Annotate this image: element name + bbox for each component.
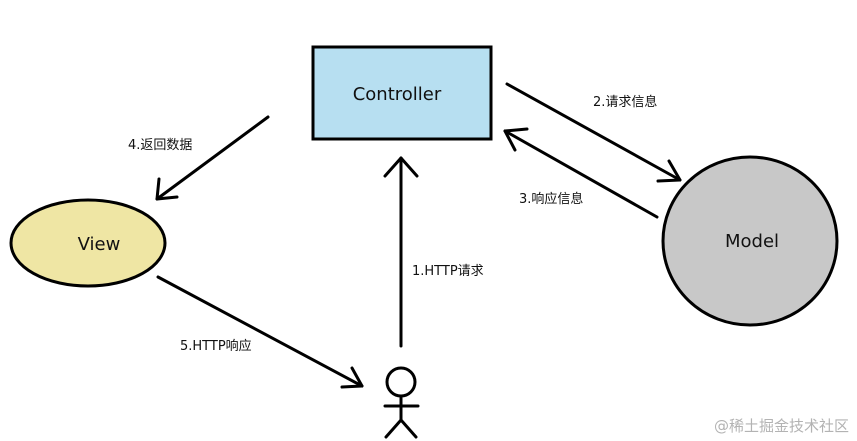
- model-label: Model: [725, 231, 779, 252]
- arrow-http-request: [383, 156, 419, 348]
- user-figure: [383, 366, 420, 439]
- label-return-data: 4.返回数据: [128, 138, 192, 153]
- view-ellipse: [9, 198, 167, 288]
- label-http-request: 1.HTTP请求: [412, 264, 484, 279]
- model-circle: [661, 155, 839, 327]
- user-right-leg: [399, 418, 418, 439]
- label-http-response: 5.HTTP响应: [180, 338, 252, 354]
- arrow-http-response: [156, 275, 364, 389]
- arrow-request-info: [505, 82, 682, 183]
- label-request-info: 2.请求信息: [593, 94, 657, 110]
- controller-label: Controller: [353, 84, 442, 105]
- arrow-response-info: [503, 127, 659, 219]
- user-left-leg: [384, 418, 403, 439]
- controller-box: [311, 45, 493, 141]
- label-response-info: 3.响应信息: [519, 191, 583, 207]
- view-label: View: [78, 234, 121, 255]
- arrow-return-data: [155, 115, 270, 201]
- watermark-text: @稀土掘金技术社区: [714, 417, 849, 435]
- user-head: [385, 366, 417, 398]
